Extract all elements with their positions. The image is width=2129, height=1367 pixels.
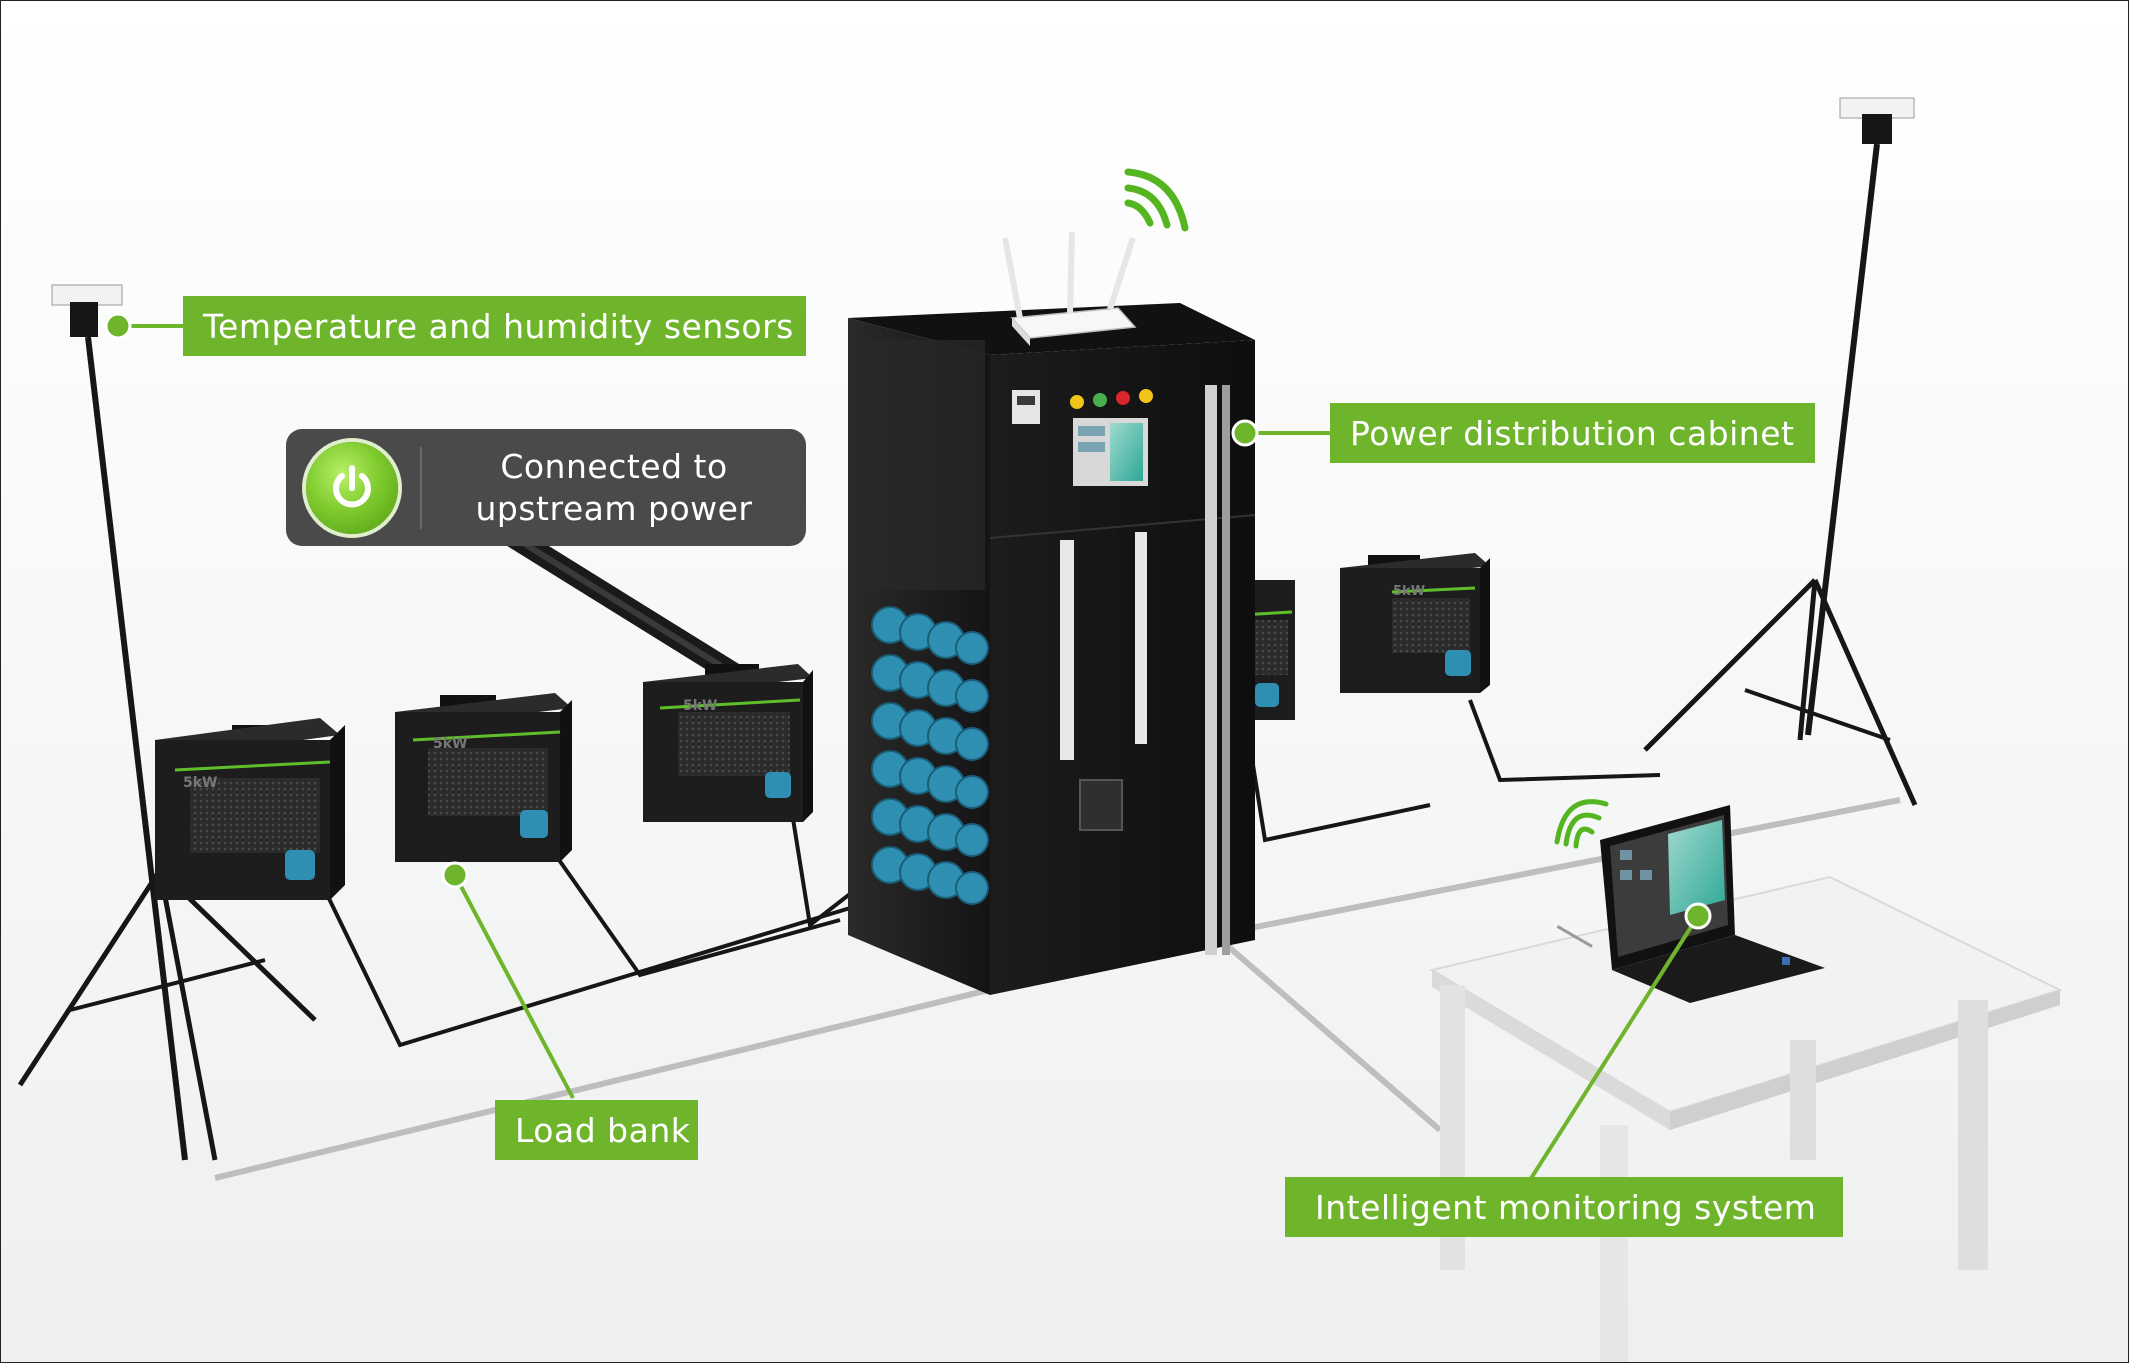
status-divider (420, 446, 422, 529)
label-power-distribution-cabinet: Power distribution cabinet (1330, 403, 1815, 463)
power-icon (306, 441, 398, 534)
status-line-1: Connected to (500, 446, 728, 486)
load-bank-units: 5kW 5kW 5kW (155, 553, 1490, 900)
socket-array (871, 606, 989, 905)
load-bank-rating-text: 5kW (433, 736, 468, 752)
label-intelligent-monitoring-system: Intelligent monitoring system (1285, 1177, 1843, 1237)
status-text: Connected to upstream power (422, 446, 806, 530)
desk (1429, 875, 2063, 1363)
load-bank-unit: 5kW (1340, 553, 1490, 693)
label-load-bank: Load bank (495, 1100, 698, 1160)
load-bank-rating-text: 5kW (183, 775, 218, 791)
tripod-sensor-right (1643, 97, 1918, 807)
status-line-2: upstream power (475, 488, 753, 528)
power-distribution-cabinet (848, 231, 1256, 995)
tripod-sensor-left (17, 284, 317, 1161)
load-bank-rating-text: 5kW (683, 698, 718, 714)
wifi-icon (1124, 168, 1189, 232)
load-bank-unit: 5kW (395, 693, 572, 862)
callout-dots (104, 312, 1712, 930)
wifi-icon (1554, 799, 1609, 849)
label-temperature-humidity-sensors: Temperature and humidity sensors (183, 296, 806, 356)
upstream-power-status: Connected to upstream power (286, 429, 806, 546)
load-bank-unit: 5kW (643, 664, 813, 822)
load-bank-rating-text: 5kW (1393, 584, 1425, 599)
load-bank-unit: 5kW (155, 718, 345, 900)
